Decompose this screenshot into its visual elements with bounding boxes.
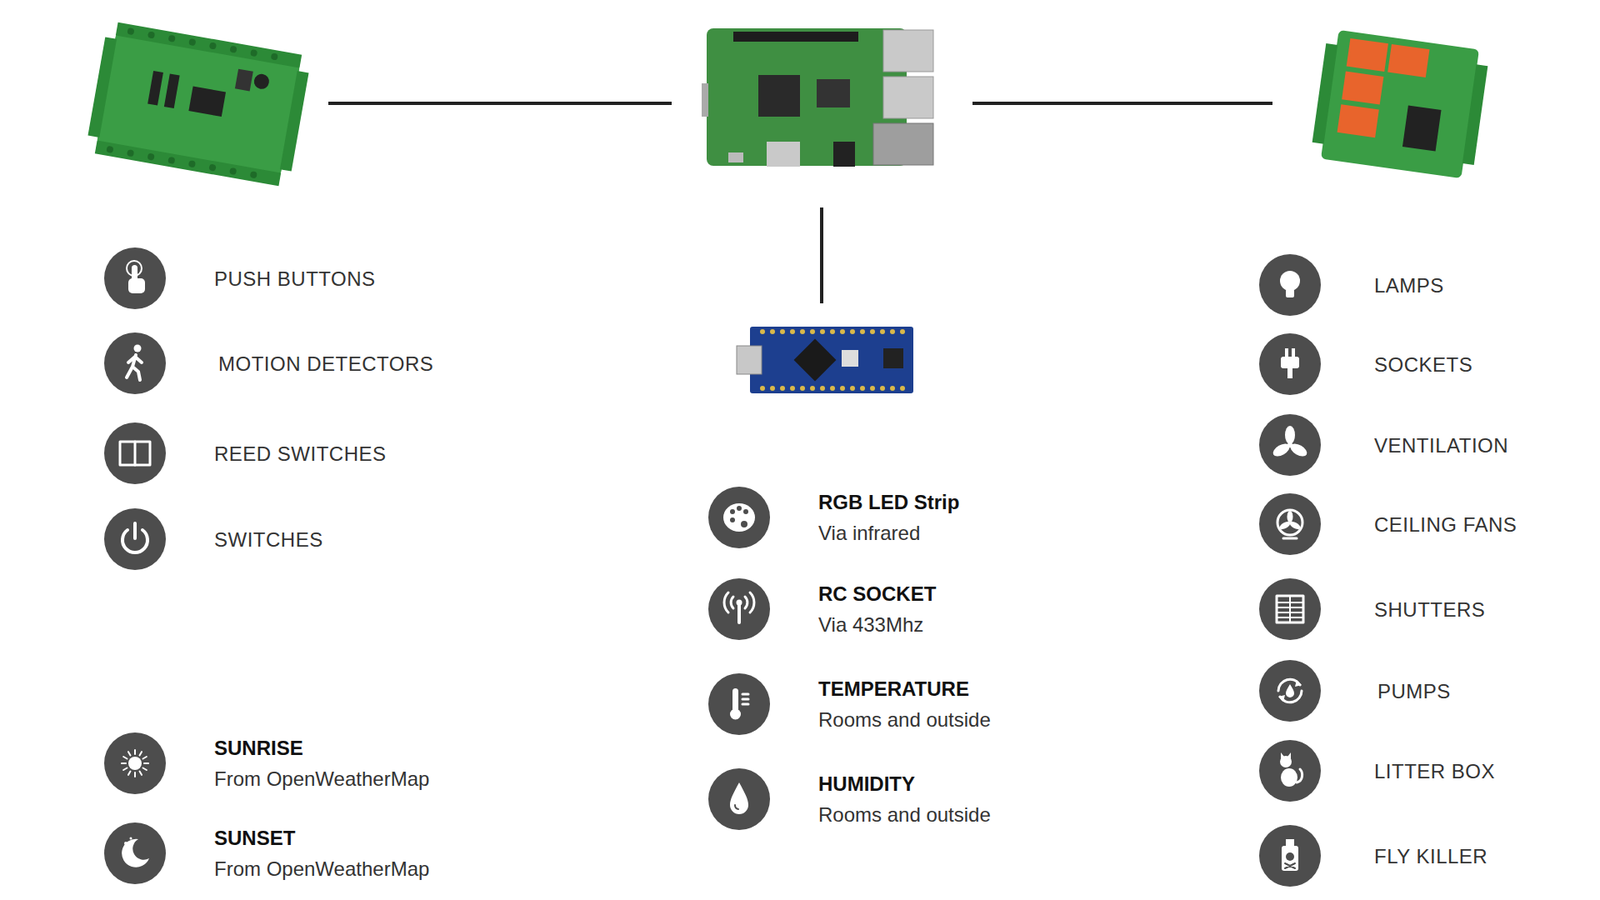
item-subtitle: Via 433Mhz — [818, 609, 936, 640]
icon-circle — [1258, 739, 1322, 803]
item-label: SOCKETS — [1374, 349, 1473, 380]
item-texts: REED SWITCHES — [214, 438, 387, 470]
item-texts: PUSH BUTTONS — [214, 263, 376, 295]
icon-circle — [707, 577, 771, 641]
item-label: REED SWITCHES — [214, 438, 387, 470]
item-title: SUNRISE — [214, 732, 430, 764]
input-board — [85, 20, 312, 189]
item-subtitle: Rooms and outside — [818, 799, 991, 830]
item-title: RGB LED Strip — [818, 486, 960, 518]
item-title: RC SOCKET — [818, 578, 936, 610]
item-texts: LAMPS — [1374, 270, 1445, 301]
device-item: SUNRISEFrom OpenWeatherMap — [103, 731, 430, 795]
item-label: LAMPS — [1374, 270, 1445, 301]
item-texts: TEMPERATURERooms and outside — [818, 673, 991, 735]
device-item: PUMPS — [1258, 659, 1451, 723]
item-texts: SOCKETS — [1374, 349, 1473, 380]
wire-line — [972, 101, 1273, 105]
item-label: SHUTTERS — [1374, 594, 1485, 625]
item-texts: MOTION DETECTORS — [218, 348, 434, 380]
item-subtitle: Via infrared — [818, 517, 960, 549]
item-texts: SHUTTERS — [1374, 594, 1485, 625]
device-item: REED SWITCHES — [103, 421, 387, 485]
relay-board — [1310, 28, 1490, 180]
icon-circle — [1258, 332, 1322, 396]
item-texts: FLY KILLER — [1374, 840, 1488, 872]
icon-circle — [1258, 577, 1322, 641]
arduino-nano-board — [736, 326, 914, 394]
icon-circle — [103, 731, 167, 795]
raspberry-pi-board — [701, 28, 934, 167]
item-texts: CEILING FANS — [1374, 509, 1517, 540]
item-label: LITTER BOX — [1374, 755, 1495, 787]
item-texts: HUMIDITYRooms and outside — [818, 768, 991, 830]
device-item: MOTION DETECTORS — [103, 331, 434, 395]
item-label: MOTION DETECTORS — [218, 348, 434, 380]
icon-circle — [1258, 659, 1322, 723]
device-item: CEILING FANS — [1258, 492, 1517, 556]
item-texts: PUMPS — [1377, 675, 1451, 707]
device-item: LAMPS — [1258, 253, 1445, 317]
wire-line — [328, 101, 672, 105]
item-label: FLY KILLER — [1374, 840, 1488, 872]
item-texts: RGB LED StripVia infrared — [818, 486, 960, 549]
item-texts: LITTER BOX — [1374, 755, 1495, 787]
item-subtitle: From OpenWeatherMap — [214, 853, 430, 885]
device-item: SUNSETFrom OpenWeatherMap — [103, 821, 430, 885]
item-label: VENTILATION — [1374, 430, 1509, 461]
icon-circle — [103, 246, 167, 310]
wire-line — [820, 207, 824, 304]
item-label: PUSH BUTTONS — [214, 263, 376, 295]
item-texts: SUNSETFrom OpenWeatherMap — [214, 822, 430, 885]
device-item: VENTILATION — [1258, 413, 1509, 477]
icon-circle — [1258, 413, 1322, 477]
item-texts: RC SOCKETVia 433Mhz — [818, 578, 936, 640]
device-item: RGB LED StripVia infrared — [707, 485, 960, 550]
icon-circle — [707, 767, 771, 831]
icon-circle — [1258, 253, 1322, 317]
item-subtitle: From OpenWeatherMap — [214, 763, 430, 795]
device-item: RC SOCKETVia 433Mhz — [707, 577, 936, 641]
icon-circle — [707, 485, 771, 550]
device-item: PUSH BUTTONS — [103, 246, 376, 310]
device-item: TEMPERATURERooms and outside — [707, 672, 991, 736]
item-subtitle: Rooms and outside — [818, 704, 991, 735]
icon-circle — [1258, 492, 1322, 556]
device-item: FLY KILLER — [1258, 824, 1488, 888]
item-title: HUMIDITY — [818, 768, 991, 800]
icon-circle — [103, 507, 167, 571]
icon-circle — [103, 421, 167, 485]
icon-circle — [707, 672, 771, 736]
item-label: SWITCHES — [214, 524, 324, 555]
device-item: SWITCHES — [103, 507, 324, 571]
device-item: HUMIDITYRooms and outside — [707, 767, 991, 831]
item-texts: VENTILATION — [1374, 430, 1509, 461]
device-item: SOCKETS — [1258, 332, 1473, 396]
device-item: SHUTTERS — [1258, 577, 1485, 641]
item-texts: SWITCHES — [214, 524, 324, 555]
item-label: CEILING FANS — [1374, 509, 1517, 540]
icon-circle — [1258, 824, 1322, 888]
item-title: SUNSET — [214, 822, 430, 854]
device-item: LITTER BOX — [1258, 739, 1495, 803]
item-label: PUMPS — [1377, 675, 1451, 707]
item-title: TEMPERATURE — [818, 673, 991, 705]
icon-circle — [103, 331, 167, 395]
icon-circle — [103, 821, 167, 885]
item-texts: SUNRISEFrom OpenWeatherMap — [214, 732, 430, 795]
